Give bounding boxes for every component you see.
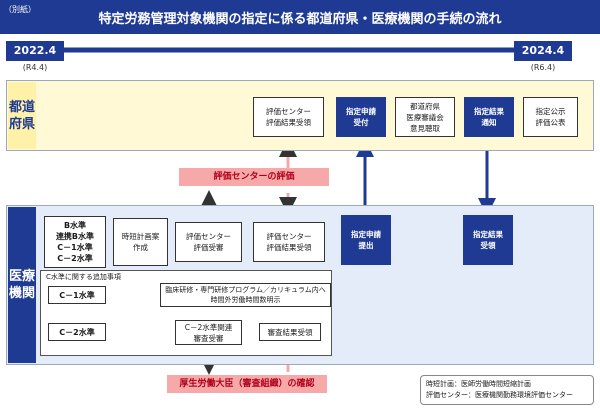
standard-b: B水準: [63, 221, 87, 230]
result-receive-box: 指定結果 受領: [463, 215, 513, 265]
application-receipt-box: 指定申請 受付: [336, 97, 386, 137]
c2-label: C－2水準: [48, 323, 106, 341]
start-date-sub: (R4.4): [22, 63, 48, 72]
page-title: 特定労務管理対象機関の指定に係る都道府県・医療機関の手続の流れ: [98, 12, 502, 27]
council-box: 都道府県 医療審議会 意見聴取: [395, 97, 455, 137]
standards-box: B水準 連携B水準 C－1水準 C－2水準: [44, 216, 106, 268]
c1-label: C－1水準: [48, 286, 106, 304]
footnote-box: 時短計画：医師労働時間短縮計画 評価センター：医療機関勤務環境評価センター: [420, 375, 594, 405]
c1-program-box: 臨床研修・専門研修プログラム／カリキュラム内へ 時間外労働時間数明示: [160, 283, 331, 307]
c-standard-note: C水準に関する追加事項: [46, 273, 121, 281]
standard-linked-b: 連携B水準: [55, 232, 95, 241]
eval-request-box: 評価センター 評価受審: [175, 222, 242, 262]
start-date: 2022.4: [6, 41, 64, 61]
eval-result-box: 評価センター 評価結果受領: [253, 222, 325, 262]
mhlw-banner: 厚生労働大臣（審査組織）の確認: [167, 375, 327, 393]
end-date: 2024.4: [514, 41, 572, 61]
standard-c2: C－2水準: [57, 254, 93, 263]
review-result-box: 審査結果受領: [259, 323, 321, 341]
result-notice-box: 指定結果 通知: [464, 97, 514, 137]
eval-result-receipt-box: 評価センター 評価結果受領: [253, 97, 324, 137]
prefecture-label: 都道府県: [8, 82, 36, 149]
reference-label: （別紙）: [4, 5, 36, 14]
publication-box: 指定公示 評価公表: [523, 97, 578, 137]
footnote-line-2: 評価センター：医療機関勤務環境評価センター: [426, 391, 573, 399]
institution-label: 医療機関: [8, 207, 36, 363]
end-date-sub: (R6.4): [530, 63, 556, 72]
c2-review-box: C－2水準関連 審査受審: [175, 320, 242, 345]
plan-box: 時短計画案 作成: [113, 218, 168, 266]
eval-center-banner: 評価センターの評価: [179, 168, 329, 186]
application-submit-box: 指定申請 提出: [341, 215, 391, 265]
standard-c1: C－1水準: [57, 243, 93, 252]
title-bar: [0, 0, 600, 34]
footnote-line-1: 時短計画：医師労働時間短縮計画: [426, 380, 531, 388]
